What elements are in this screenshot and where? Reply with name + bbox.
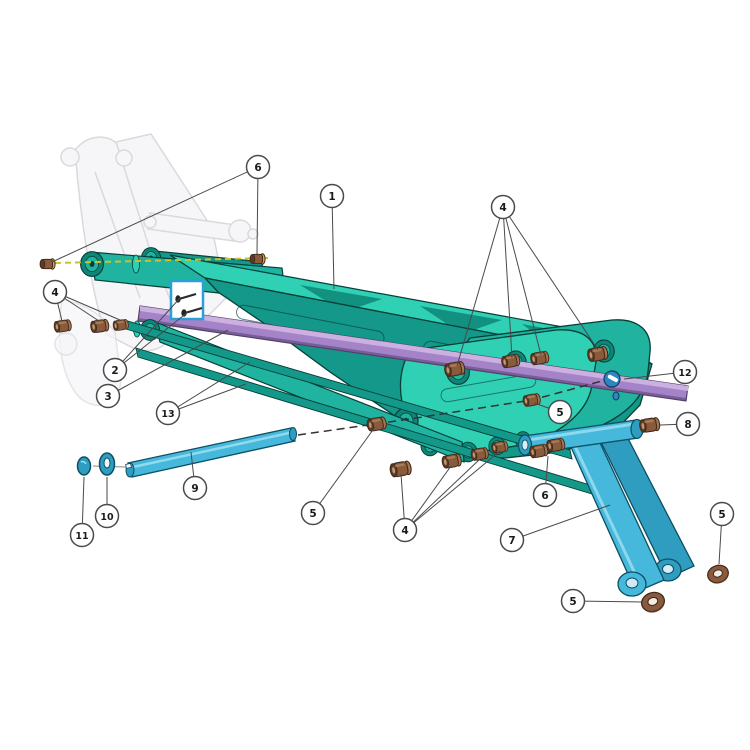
callout-number: 12 [678, 368, 691, 379]
callout-balloon [42, 279, 68, 305]
assembly-axis-dashed [297, 380, 603, 436]
callout-layer: 1 6 4 4 2 3 13 5 4 9 10 11 5 12 8 6 7 5 5 [42, 154, 735, 614]
callout-number: 7 [508, 535, 515, 547]
callout-number: 4 [401, 525, 408, 537]
purple-rod [137, 305, 689, 402]
callout-number: 10 [100, 512, 114, 523]
callout-13: 13 [155, 361, 251, 426]
callout-balloon [532, 482, 558, 508]
callout-5: 5 [533, 399, 573, 425]
callout-balloon [102, 357, 128, 383]
callout-balloon [392, 517, 418, 543]
callout-3: 3 [95, 329, 229, 409]
leader-line [167, 383, 247, 414]
callout-6: 6 [51, 154, 271, 263]
leader-line [404, 450, 501, 531]
leader-line [312, 426, 376, 514]
bushing [112, 318, 130, 332]
callout-balloon [490, 194, 516, 220]
callout-number: 1 [328, 191, 335, 203]
leader-line [114, 311, 189, 371]
callout-number: 4 [499, 202, 506, 214]
callout-6: 6 [532, 455, 558, 508]
ring-bushing [638, 588, 668, 617]
leader-line [502, 206, 542, 356]
callout-number: 2 [111, 365, 118, 377]
leader-line [114, 297, 181, 371]
pin [125, 427, 297, 478]
callout-number: 5 [718, 509, 725, 521]
callout-2: 2 [102, 297, 189, 383]
callout-number: 5 [309, 508, 316, 520]
washer [98, 452, 116, 476]
leader-line [404, 458, 481, 531]
leader-line [456, 206, 504, 367]
callout-5: 5 [709, 501, 735, 565]
callout-number: 3 [104, 391, 111, 403]
callout-8: 8 [659, 411, 701, 437]
end-cap [76, 456, 92, 476]
pivot-bolt-axis [39, 253, 269, 270]
callout-12: 12 [623, 359, 698, 385]
callout-7: 7 [499, 504, 611, 553]
callout-number: 11 [75, 531, 88, 542]
callout-balloon [499, 527, 525, 553]
callout-number: 13 [161, 409, 174, 420]
bushing [440, 452, 463, 470]
callout-number: 9 [191, 483, 198, 495]
callout-balloon [245, 154, 271, 180]
bushing [638, 416, 661, 434]
leader-line [502, 206, 513, 359]
callout-5: 5 [560, 588, 642, 614]
callout-1: 1 [319, 183, 345, 290]
callout-number: 5 [556, 407, 563, 419]
callout-balloon [300, 500, 326, 526]
pivot-pin-group [76, 427, 297, 478]
callout-4: 4 [42, 279, 121, 322]
callout-balloon [547, 399, 573, 425]
callout-balloon [95, 383, 121, 409]
callout-9: 9 [182, 451, 208, 501]
leader-line [502, 206, 599, 351]
bushing [89, 318, 110, 334]
leader-line [167, 361, 251, 414]
callout-5: 5 [300, 426, 376, 526]
callout-balloon [672, 359, 698, 385]
callout-number: 4 [51, 287, 58, 299]
callout-11: 11 [69, 476, 95, 548]
leader-line [331, 195, 335, 290]
callout-balloon [319, 183, 345, 209]
callout-balloon [182, 475, 208, 501]
callout-number: 5 [569, 596, 576, 608]
callout-balloon [675, 411, 701, 437]
callout-number: 6 [254, 162, 261, 174]
callout-balloon [560, 588, 586, 614]
leader-line [511, 504, 611, 541]
bushing [53, 318, 73, 334]
callout-number: 6 [541, 490, 548, 502]
callout-4: 4 [456, 194, 599, 367]
leader-line [404, 465, 452, 531]
callout-10: 10 [94, 477, 120, 529]
leader-line [51, 166, 259, 263]
callout-balloon [69, 522, 95, 548]
leader-line [107, 329, 229, 397]
callout-balloon [94, 503, 120, 529]
callout-balloon [709, 501, 735, 527]
pivot-bolt [39, 258, 56, 270]
pivot-bolt [249, 253, 266, 265]
ring-bushing [704, 562, 732, 587]
callout-number: 8 [684, 419, 691, 431]
callout-4: 4 [392, 450, 501, 543]
leader-line [256, 166, 259, 255]
retainer-clip [603, 370, 621, 401]
callout-balloon [155, 400, 181, 426]
bolt-icon [175, 292, 203, 317]
